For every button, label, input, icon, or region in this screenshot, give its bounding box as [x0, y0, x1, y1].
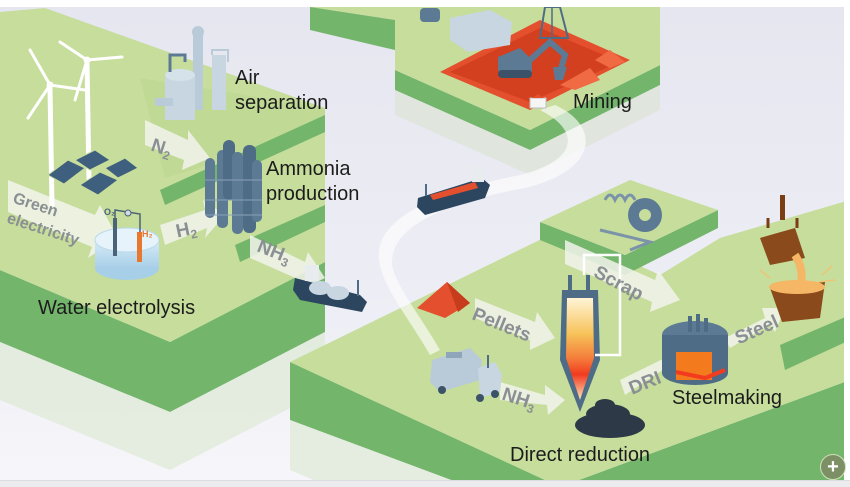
- mining-equipment: [420, 6, 570, 109]
- ammonia-truck: [430, 348, 502, 402]
- electric-arc-furnace: [662, 314, 728, 385]
- solar-panels: [47, 149, 139, 196]
- dri-pile: [575, 399, 645, 438]
- ammonia-tanker-ship: [293, 265, 367, 312]
- label-direct-reduction: Direct reduction: [510, 444, 651, 466]
- electrode-label-o2: O₂: [104, 207, 115, 217]
- electrode-label-h2: H₂: [142, 229, 153, 239]
- ammonia-columns: [205, 140, 262, 234]
- cargo-ship: [417, 166, 490, 215]
- flow-paths: [8, 105, 785, 415]
- label-ammonia-production-line2: production: [266, 183, 360, 205]
- label-ammonia-production-line1: Ammonia: [266, 158, 351, 180]
- right-frame: [844, 0, 850, 487]
- bottom-frame: [0, 480, 850, 487]
- ladle-pour: [759, 195, 836, 322]
- shaft-furnace: [560, 253, 622, 412]
- label-mining: Mining: [573, 91, 632, 113]
- plus-circle-icon: +: [827, 455, 839, 478]
- flow-label-h2: H2: [174, 218, 199, 245]
- air-separation-plant: [155, 26, 229, 120]
- scrap-pile: [599, 193, 662, 252]
- zoom-in-button[interactable]: +: [820, 454, 846, 480]
- platform-mining: [310, 7, 660, 175]
- electrolysis-tank: [94, 209, 160, 280]
- top-frame: [0, 0, 850, 7]
- label-air-separation-line2: separation: [235, 92, 329, 114]
- label-steelmaking: Steelmaking: [672, 387, 783, 409]
- label-water-electrolysis: Water electrolysis: [38, 297, 196, 319]
- pellet-pile: [417, 282, 470, 318]
- label-air-separation-line1: Air: [235, 67, 260, 89]
